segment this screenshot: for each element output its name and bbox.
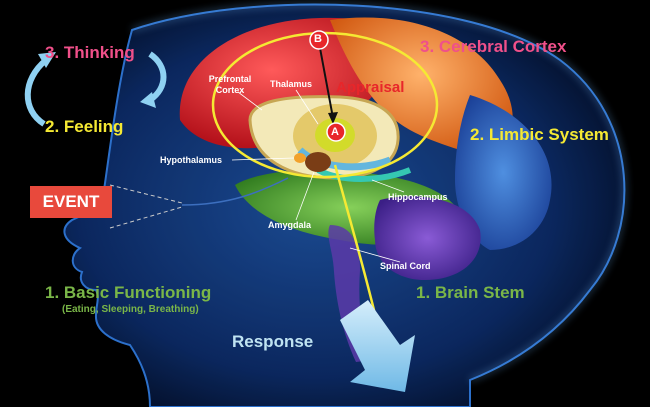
cycle-arrow-left-head (38, 52, 56, 68)
event-box: EVENT (30, 186, 112, 218)
event-line-top (109, 184, 183, 204)
cycle-arrow-right (148, 51, 167, 103)
response-label: Response (232, 332, 314, 351)
prefrontal-cortex-label: Prefrontal Cortex (208, 74, 252, 96)
spinal-cord-label: Spinal Cord (380, 261, 431, 271)
b-to-a-arrow (319, 47, 334, 119)
spinal-cord-callout (349, 247, 401, 263)
appraisal-label: Appraisal (336, 79, 405, 96)
optic-path (181, 177, 289, 206)
response-arrow (340, 300, 415, 392)
prefrontal-callout (237, 91, 263, 111)
brain-stem-label: 1. Brain Stem (416, 283, 525, 302)
hypothalamus-label: Hypothalamus (160, 155, 223, 165)
hypothalamus-callout (231, 157, 295, 161)
cerebellum (374, 196, 481, 280)
occipital-lobe (455, 95, 552, 250)
marker-a (326, 122, 346, 142)
hippocampus-label: Hippocampus (388, 192, 448, 202)
basic-functioning-label: 1. Basic Functioning (45, 283, 212, 302)
brain (179, 17, 552, 362)
amygdala-shape (305, 152, 331, 172)
marker-a-label: A (331, 126, 339, 138)
thalamus-label: Thalamus (270, 79, 313, 89)
fornix (297, 147, 392, 171)
amygdala-label: Amygdala (268, 220, 312, 230)
cycle-arrow-left (24, 57, 49, 127)
thalamus-callout (295, 89, 319, 125)
marker-b (309, 30, 329, 50)
b-to-a-arrowhead (328, 112, 338, 124)
cycle-arrow-right-head (140, 92, 156, 108)
amygdala-callout (295, 171, 315, 221)
event-label: EVENT (42, 192, 100, 211)
thinking-label: 3. Thinking (45, 43, 135, 62)
cerebral-cortex-label: 3. Cerebral Cortex (420, 37, 567, 56)
hippocampus-shape (316, 167, 412, 182)
limbic-system-label: 2. Limbic System (470, 125, 609, 144)
feeling-label: 2. Feeling (45, 117, 124, 136)
hippocampus-callout (371, 179, 405, 193)
marker-b-label: B (314, 33, 322, 45)
hypothalamus-shape (294, 153, 306, 163)
event-line-bottom (109, 206, 183, 229)
basic-functioning-sub-label: (Eating, Sleeping, Breathing) (62, 304, 199, 315)
